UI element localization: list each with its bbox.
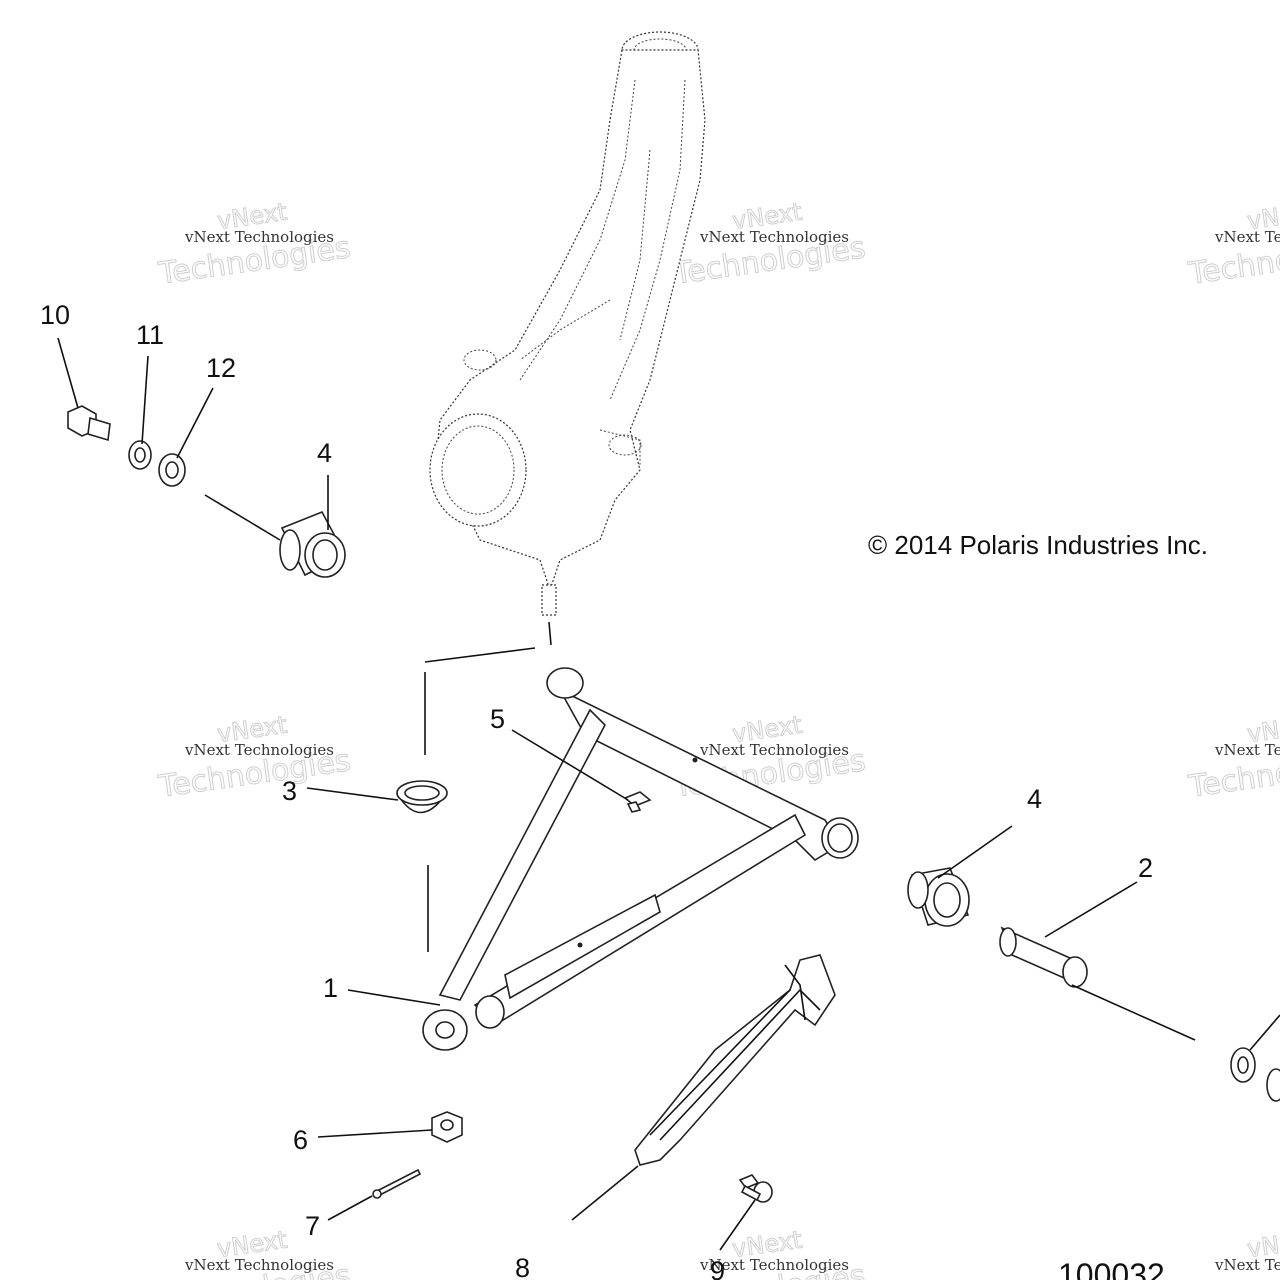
cotter-pin-icon: [372, 1168, 422, 1199]
watermark-bottom-center: Technologies vNext vNext Technologies: [670, 1225, 868, 1280]
watermark-text: vNext Technologies: [184, 741, 334, 759]
watermark-text: vNext Technologies: [1214, 228, 1280, 246]
flange-bolt-icon: [738, 1174, 773, 1203]
callout-2: 2: [1138, 853, 1153, 883]
callout-5: 5: [490, 704, 505, 734]
callout-12: 12: [206, 353, 236, 383]
callout-9: 9: [710, 1256, 725, 1280]
callout-8: 8: [515, 1253, 530, 1280]
watermark-text: vNext Technologies: [184, 228, 334, 246]
callout-4-right: 4: [1027, 784, 1042, 814]
watermark-text: vNext Technologies: [699, 228, 849, 246]
washer-icon: [158, 453, 186, 487]
watermark-bottom-left: Technologies vNext vNext Technologies: [155, 1225, 353, 1280]
pivot-tube-icon: [999, 926, 1088, 988]
washer-right-icon: [1230, 1047, 1280, 1102]
screw-icon: [623, 791, 652, 813]
watermark-mid-left: Technologies vNext vNext Technologies: [155, 710, 353, 805]
callout-11: 11: [136, 320, 164, 350]
bushing-icon: [279, 510, 347, 578]
cup-icon: [396, 780, 448, 814]
a-arm-icon: [422, 667, 859, 1051]
callout-3: 3: [282, 776, 297, 806]
bushing-right-icon: [907, 867, 970, 927]
watermark-text: vNext Technologies: [699, 741, 849, 759]
watermark-top-right: Technologies vNext vNext Technologies: [1185, 197, 1280, 292]
nut-icon: [431, 1111, 463, 1143]
callout-7: 7: [305, 1211, 320, 1241]
watermark-top-center: Technologies vNext vNext Technologies: [670, 197, 868, 292]
watermark-text: vNext Technologies: [184, 1256, 334, 1274]
lock-washer-icon: [128, 440, 152, 470]
drawing-number: 100032: [1058, 1257, 1165, 1280]
watermark-text: vNext Technologies: [699, 1256, 849, 1274]
bolt-icon: [67, 405, 111, 442]
watermark-text: vNext Technologies: [1214, 741, 1280, 759]
watermark-text: vNext Technologies: [1214, 1256, 1280, 1274]
callout-6: 6: [293, 1125, 308, 1155]
steering-knuckle-icon: [429, 31, 706, 616]
callout-4-left: 4: [317, 438, 332, 468]
leader-lines: [57, 337, 1280, 1251]
watermark-mid-right: Technologies vNext vNext Technologies: [1185, 710, 1280, 805]
callout-1: 1: [323, 973, 338, 1003]
callout-10: 10: [40, 300, 70, 330]
copyright-text: © 2014 Polaris Industries Inc.: [868, 530, 1208, 560]
watermark-bottom-right: Technologies vNext vNext Technologies: [1185, 1225, 1280, 1280]
watermark-top-left: Technologies vNext vNext Technologies: [155, 197, 353, 292]
guard-bracket-icon: [634, 954, 836, 1166]
